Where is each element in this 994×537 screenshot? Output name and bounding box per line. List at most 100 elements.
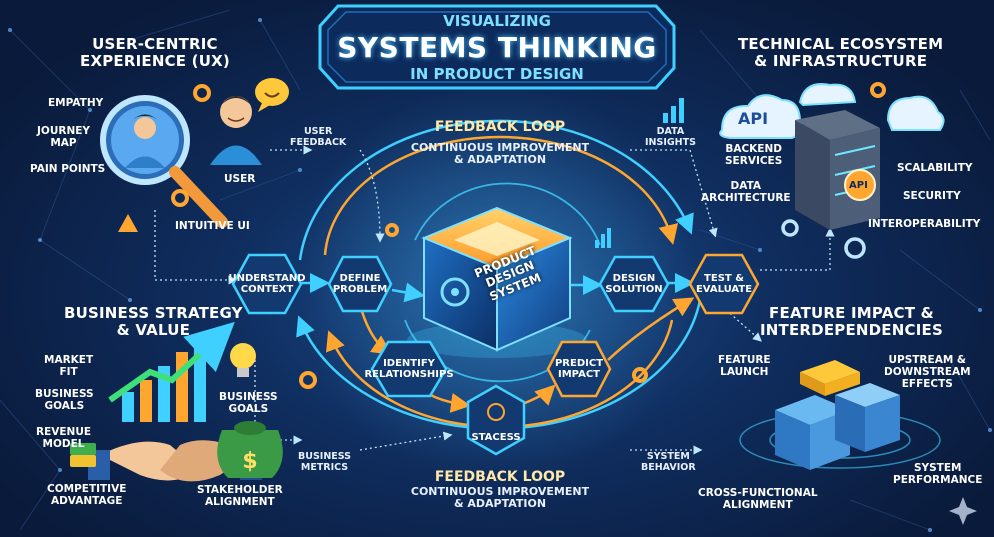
label-journey-map: JOURNEY MAP <box>37 125 91 150</box>
label-user: USER <box>224 173 256 185</box>
ux-heading-line1: USER-CENTRIC <box>92 35 218 53</box>
ux-heading: USER-CENTRIC EXPERIENCE (UX) <box>80 36 230 70</box>
data-arch-line1: DATA <box>730 180 762 192</box>
tech-heading-line2: & INFRASTRUCTURE <box>754 51 928 70</box>
label-business-goals-left: BUSINESS GOALS <box>35 388 94 413</box>
loop-bottom-sub1: CONTINUOUS IMPROVEMENT <box>410 484 590 498</box>
cross-line1: CROSS-FUNCTIONAL <box>698 487 818 499</box>
label-system-performance: SYSTEM PERFORMANCE <box>893 462 983 487</box>
feature-heading-line2: INTERDEPENDENCIES <box>760 320 943 339</box>
perf-line1: SYSTEM <box>913 462 962 474</box>
upstream-line1: UPSTREAM & <box>888 354 967 366</box>
label-user-feedback: USER FEEDBACK <box>290 126 347 148</box>
label-cross-functional: CROSS-FUNCTIONAL ALIGNMENT <box>698 487 818 512</box>
speech-bubble-icon <box>255 78 289 112</box>
feature-heading-line1: FEATURE IMPACT & <box>769 304 934 322</box>
title-line1: VISUALIZING <box>443 12 551 30</box>
loop-top-title: FEEDBACK LOOP <box>434 119 566 135</box>
magnifier-icon <box>100 95 228 228</box>
bar-chart-icon <box>595 98 684 248</box>
api-label-server: API <box>849 180 868 191</box>
market-line1: MARKET <box>44 354 94 366</box>
title-banner: VISUALIZING SYSTEMS THINKING IN PRODUCT … <box>318 4 676 90</box>
label-upstream-downstream: UPSTREAM & DOWNSTREAM EFFECTS <box>884 354 971 390</box>
tech-heading-line1: TECHNICAL ECOSYSTEM <box>738 35 944 53</box>
loop-bottom-title: FEEDBACK LOOP <box>434 469 566 485</box>
title-line3: IN PRODUCT DESIGN <box>410 65 584 83</box>
puzzle-icon <box>739 360 941 470</box>
label-scalability: SCALABILITY <box>897 162 973 174</box>
data-insights-line1: DATA <box>656 126 685 137</box>
data-arch-line2: ARCHITECTURE <box>701 191 791 204</box>
stakeholder-line1: STAKEHOLDER <box>197 484 283 496</box>
feedback-loop-top: FEEDBACK LOOP CONTINUOUS IMPROVEMENT & A… <box>400 119 600 166</box>
business-heading-line2: & VALUE <box>116 320 191 339</box>
launch-line1: FEATURE <box>718 354 771 366</box>
business-heading-line1: BUSINESS STRATEGY <box>64 304 243 322</box>
loop-top-sub1: CONTINUOUS IMPROVEMENT <box>410 140 590 154</box>
perf-line2: PERFORMANCE <box>893 473 983 486</box>
journey-line1: JOURNEY <box>37 125 91 137</box>
money-bag-icon: $ <box>70 421 283 478</box>
feedback-loop-bottom: FEEDBACK LOOP CONTINUOUS IMPROVEMENT & A… <box>400 469 600 510</box>
title-frame <box>318 4 676 90</box>
system-behavior-line1: SYSTEM <box>646 451 690 462</box>
revenue-line1: REVENUE <box>36 426 92 438</box>
node-test-label: TEST &EVALUATE <box>695 272 753 296</box>
feature-heading: FEATURE IMPACT & INTERDEPENDENCIES <box>760 305 943 339</box>
label-backend-services: BACKEND SERVICES <box>725 143 783 168</box>
product-design-cube <box>407 206 587 358</box>
cross-line2: ALIGNMENT <box>722 498 793 511</box>
api-label-cloud: API <box>738 109 769 128</box>
lightbulb-icon <box>230 343 256 377</box>
business-metrics-line1: BUSINESS <box>298 451 352 462</box>
bgoals-left-line2: GOALS <box>44 399 85 412</box>
label-business-goals-right: BUSINESS GOALS <box>219 391 278 416</box>
competitive-line1: COMPETITIVE <box>47 483 127 495</box>
backend-line2: SERVICES <box>725 154 783 167</box>
node-stacess[interactable]: STACESS <box>466 384 526 456</box>
sparkle-icon <box>949 497 977 525</box>
node-test-evaluate[interactable]: TEST &EVALUATE <box>688 253 760 315</box>
label-interoperability: INTEROPERABILITY <box>868 218 981 230</box>
system-behavior-line2: BEHAVIOR <box>641 461 696 473</box>
backend-line1: BACKEND <box>725 143 782 155</box>
label-business-metrics: BUSINESS METRICS <box>298 451 352 473</box>
label-market-fit: MARKET FIT <box>44 354 94 379</box>
loop-top-sub2: & ADAPTATION <box>453 152 547 166</box>
label-data-insights: DATA INSIGHTS <box>645 126 696 148</box>
node-stacess-label: STACESS <box>471 432 521 444</box>
user-feedback-line2: FEEDBACK <box>290 136 347 148</box>
label-revenue-model: REVENUE MODEL <box>36 426 92 451</box>
loop-bottom-sub2: & ADAPTATION <box>453 496 547 510</box>
business-heading: BUSINESS STRATEGY & VALUE <box>64 305 243 339</box>
upstream-line2: DOWNSTREAM <box>884 365 971 378</box>
label-security: SECURITY <box>903 190 961 202</box>
data-insights-line2: INSIGHTS <box>645 136 696 148</box>
bar-chart-icon <box>108 321 235 422</box>
business-metrics-line2: METRICS <box>300 461 349 473</box>
cloud-api-icon <box>719 83 945 139</box>
label-data-architecture: DATA ARCHITECTURE <box>701 180 791 205</box>
label-stakeholder-alignment: STAKEHOLDER ALIGNMENT <box>197 484 283 509</box>
bgoals-right-line2: GOALS <box>228 402 269 415</box>
user-avatar-icon <box>210 96 262 165</box>
journey-line2: MAP <box>50 136 77 149</box>
market-line2: FIT <box>59 365 78 378</box>
ux-heading-line2: EXPERIENCE (UX) <box>80 51 230 70</box>
user-feedback-line1: USER <box>303 126 333 137</box>
label-system-behavior: SYSTEM BEHAVIOR <box>641 451 696 473</box>
upstream-line3: EFFECTS <box>901 377 953 390</box>
tech-heading: TECHNICAL ECOSYSTEM & INFRASTRUCTURE <box>738 36 943 70</box>
launch-line2: LAUNCH <box>720 365 769 378</box>
label-pain-points: PAIN POINTS <box>30 163 106 175</box>
